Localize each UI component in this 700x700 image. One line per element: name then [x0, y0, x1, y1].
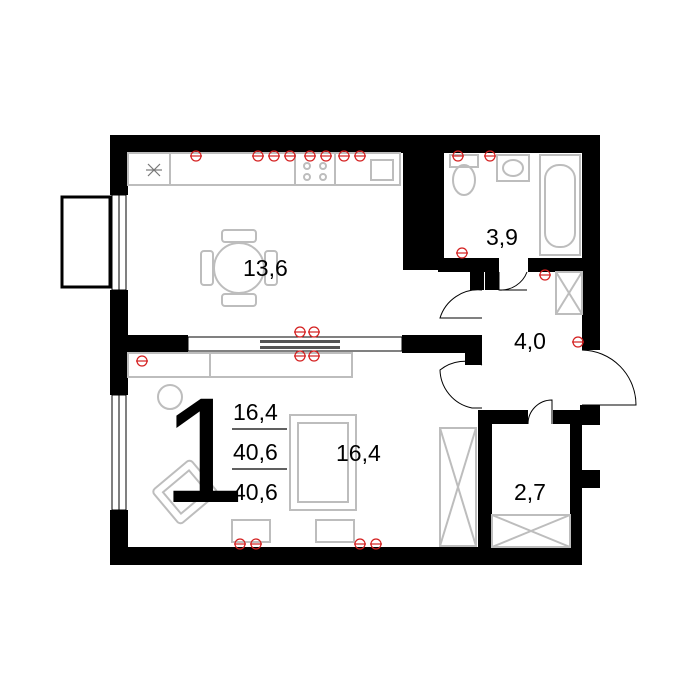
total-area-secondary: 40,6 [233, 479, 278, 505]
walls [110, 135, 600, 565]
doors [439, 271, 637, 425]
kitchen-furniture [127, 152, 401, 307]
socket-markers [136, 150, 584, 550]
bedroom-furniture [127, 352, 477, 547]
bathroom-fixtures [449, 154, 581, 256]
total-area: 40,6 [233, 439, 278, 465]
hallway-area-label: 4,0 [514, 328, 546, 354]
windows [60, 194, 403, 511]
storage-area-label: 2,7 [514, 479, 546, 505]
bathroom-area-label: 3,9 [486, 224, 518, 250]
kitchen-area-label: 13,6 [243, 255, 288, 281]
rooms-count: 1 [162, 366, 245, 534]
bedroom-area-label: 16,4 [336, 440, 381, 466]
storage-fixtures [491, 271, 583, 548]
snowflake-icon [146, 163, 162, 177]
living-area-total: 16,4 [233, 399, 278, 425]
